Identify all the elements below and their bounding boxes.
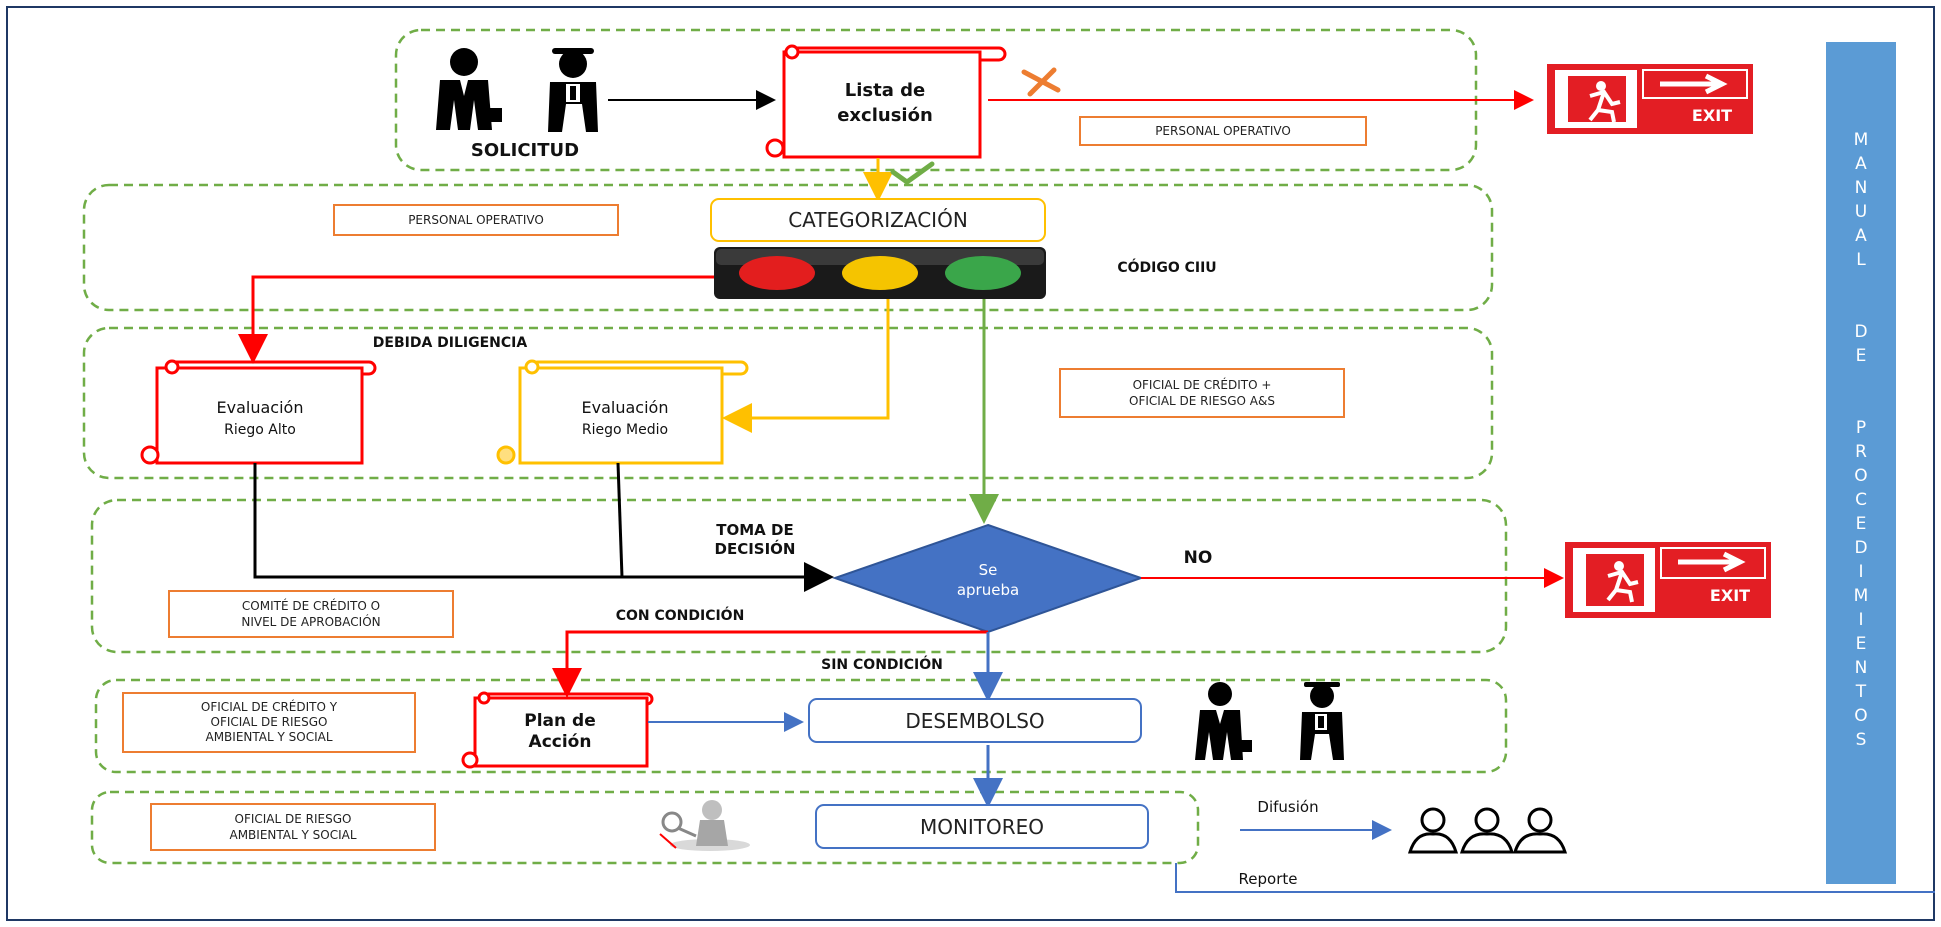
- sidebar-letter: D: [1854, 538, 1868, 558]
- codigo-ciiu-label: CÓDIGO CIIU: [1117, 260, 1217, 276]
- diagram-frame: [6, 6, 1935, 921]
- debida-diligencia-label: DEBIDA DILIGENCIA: [372, 335, 528, 351]
- monitoreo-label: MONITOREO: [919, 814, 1045, 839]
- sidebar-letter: A: [1855, 226, 1867, 246]
- role-oca-line2: OFICIAL DE RIESGO: [210, 715, 328, 729]
- x-mark-icon: [1021, 67, 1061, 97]
- lista-exclusion-scroll: [765, 44, 1007, 159]
- eval-medio-scroll: [496, 359, 749, 465]
- eval-medio-line2: Riego Medio: [581, 422, 669, 438]
- sidebar-letter: M: [1853, 586, 1869, 606]
- group-monitoreo: [90, 790, 1200, 865]
- group-categorizacion: [82, 183, 1494, 312]
- group-people-icon: [1407, 807, 1568, 854]
- categorizacion-label: CATEGORIZACIÓN: [788, 208, 968, 232]
- role-comite-line1: COMITÉ DE CRÉDITO O: [241, 599, 381, 613]
- role-ora-line2: AMBIENTAL Y SOCIAL: [229, 828, 357, 842]
- plan-accion-scroll: [461, 691, 654, 769]
- se-aprueba-line2: aprueba: [956, 581, 1020, 599]
- sidebar-letter: A: [1855, 154, 1867, 174]
- sidebar-letter: C: [1855, 490, 1867, 510]
- exit-label-1: EXIT: [1691, 106, 1733, 125]
- desembolso-label: DESEMBOLSO: [905, 708, 1045, 733]
- eval-medio-line1: Evaluación: [581, 398, 669, 417]
- sidebar-letter: R: [1855, 442, 1867, 462]
- difusion-label: Difusión: [1257, 798, 1319, 816]
- eval-medio-label[interactable]: Evaluación Riego Medio: [530, 397, 720, 441]
- desembolso-box[interactable]: DESEMBOLSO: [808, 698, 1142, 743]
- toma-decision-line2: DECISIÓN: [714, 540, 796, 558]
- role-comite-line2: NIVEL DE APROBACIÓN: [241, 615, 381, 629]
- solicitud-label: SOLICITUD: [470, 140, 580, 161]
- lista-exclusion-line2: exclusión: [837, 105, 933, 126]
- group-toma-decision: [90, 498, 1508, 654]
- businessmen-icon-2: [1195, 682, 1344, 760]
- sidebar-letter: T: [1855, 682, 1867, 702]
- role-oca-line1: OFICIAL DE CRÉDITO Y: [200, 700, 338, 714]
- exit-sign-icon-2: [1565, 542, 1771, 618]
- role-oficial-riesgo-ambiental: OFICIAL DE RIESGO AMBIENTAL Y SOCIAL: [150, 803, 436, 851]
- sidebar-letter: S: [1855, 730, 1867, 750]
- eval-alto-line1: Evaluación: [216, 398, 304, 417]
- eval-alto-line2: Riego Alto: [224, 422, 296, 438]
- reporte-label: Reporte: [1238, 870, 1298, 888]
- traffic-light-icon: [714, 247, 1046, 299]
- sidebar-letter: N: [1854, 658, 1868, 678]
- eval-alto-scroll: [140, 359, 377, 465]
- check-mark-icon: [890, 161, 935, 185]
- role-ocr-line1: OFICIAL DE CRÉDITO +: [1132, 378, 1272, 392]
- sidebar-letter: I: [1858, 610, 1864, 630]
- se-aprueba-label[interactable]: Se aprueba: [920, 560, 1056, 600]
- sidebar-letter: I: [1858, 562, 1864, 582]
- role-personal-operativo-2: PERSONAL OPERATIVO: [333, 204, 619, 236]
- sidebar-letter: N: [1854, 178, 1868, 198]
- role-ora-line1: OFICIAL DE RIESGO: [234, 812, 352, 826]
- role-personal-operativo-1: PERSONAL OPERATIVO: [1079, 116, 1367, 146]
- sidebar-letter: U: [1854, 202, 1868, 222]
- role-oficial-credito-ambiental: OFICIAL DE CRÉDITO Y OFICIAL DE RIESGO A…: [122, 692, 416, 753]
- plan-accion-line2: Acción: [528, 732, 592, 752]
- sidebar-letter: O: [1854, 466, 1868, 486]
- businessmen-icon: [436, 48, 598, 132]
- con-condicion-label: CON CONDICIÓN: [615, 608, 745, 624]
- role-ocr-line2: OFICIAL DE RIESGO A&S: [1129, 394, 1275, 408]
- group-desembolso: [94, 678, 1508, 774]
- toma-decision-line1: TOMA DE: [716, 521, 794, 539]
- role-oficial-credito-riesgo: OFICIAL DE CRÉDITO + OFICIAL DE RIESGO A…: [1059, 368, 1345, 418]
- monitoreo-box[interactable]: MONITOREO: [815, 804, 1149, 849]
- lista-exclusion-label[interactable]: Lista de exclusión: [790, 78, 980, 128]
- sidebar-letter: P: [1855, 418, 1867, 438]
- se-aprueba-line1: Se: [978, 561, 998, 579]
- sin-condicion-label: SIN CONDICIÓN: [821, 657, 943, 673]
- sidebar-letter: E: [1855, 514, 1867, 534]
- lista-exclusion-line1: Lista de: [844, 80, 926, 101]
- sidebar-letter: L: [1856, 250, 1866, 270]
- categorizacion-box[interactable]: CATEGORIZACIÓN: [710, 198, 1046, 242]
- exit-sign-icon: [1547, 64, 1753, 134]
- magnifier-person-icon: [659, 800, 750, 851]
- toma-decision-label: TOMA DE DECISIÓN: [690, 521, 820, 559]
- group-debida-diligencia: [82, 326, 1494, 480]
- plan-accion-line1: Plan de: [524, 711, 596, 731]
- eval-alto-label[interactable]: Evaluación Riego Alto: [170, 397, 350, 441]
- plan-accion-label[interactable]: Plan de Acción: [480, 711, 640, 753]
- exit-label-2: EXIT: [1709, 586, 1751, 605]
- sidebar-letter: D: [1854, 322, 1868, 342]
- role-oca-line3: AMBIENTAL Y SOCIAL: [205, 730, 333, 744]
- sidebar-letter: M: [1853, 130, 1869, 150]
- sidebar-letter: O: [1854, 706, 1868, 726]
- role-comite: COMITÉ DE CRÉDITO O NIVEL DE APROBACIÓN: [168, 590, 454, 638]
- no-label: NO: [1183, 548, 1213, 568]
- sidebar-letter: E: [1855, 346, 1867, 366]
- sidebar-letter: E: [1855, 634, 1867, 654]
